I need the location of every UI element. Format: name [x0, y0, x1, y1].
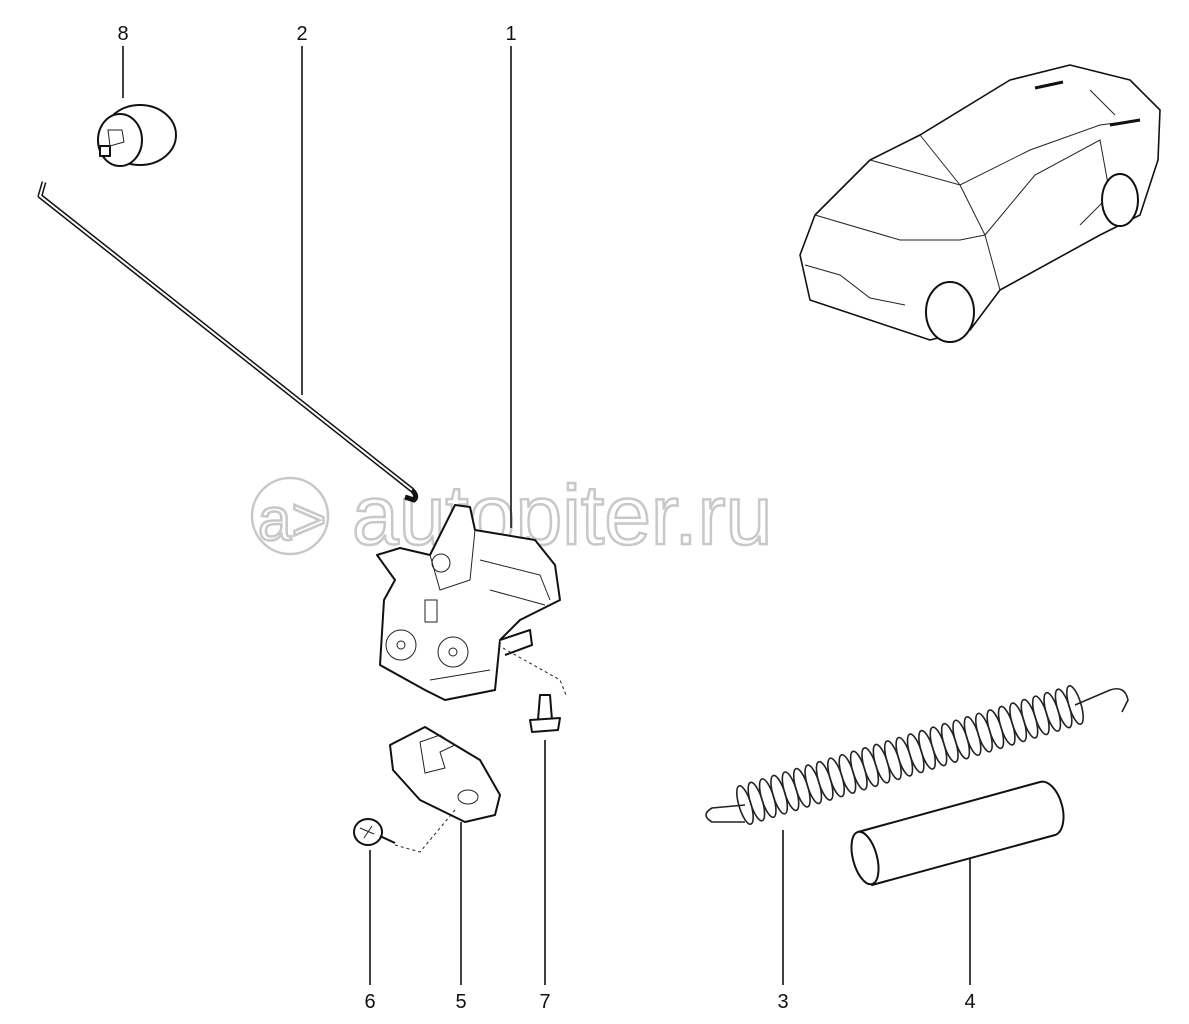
spring-coil	[770, 774, 789, 815]
watermark-text: autopiter.ru	[352, 468, 772, 562]
callout-labels: 8 2 1 6 5 7 3 4	[117, 23, 975, 1013]
spring-coil	[1009, 702, 1028, 743]
callout-2: 2	[296, 23, 307, 45]
spring-coil	[815, 760, 834, 801]
callout-6: 6	[364, 991, 375, 1013]
spring-coil	[963, 716, 982, 757]
spring-coil	[997, 705, 1016, 746]
callout-3: 3	[777, 991, 788, 1013]
part-7-bolt	[502, 647, 567, 733]
spring-coil	[1054, 688, 1073, 729]
spring-coil	[838, 753, 857, 794]
spring-coil	[986, 709, 1005, 750]
spring-coil	[827, 757, 846, 798]
spring-coil	[883, 740, 902, 781]
part-2-rod	[37, 181, 419, 503]
spring-coil	[747, 781, 766, 822]
spring-coil	[849, 750, 868, 791]
spring-coil	[758, 778, 777, 819]
spring-coil	[929, 726, 948, 767]
spring-coil	[861, 747, 880, 788]
watermark: a> autopiter.ru	[250, 467, 774, 563]
callout-1: 1	[505, 23, 516, 45]
spring-coil	[974, 712, 993, 753]
part-8-cap	[97, 104, 177, 167]
spring-coil	[906, 733, 925, 774]
watermark-logo-icon	[250, 476, 330, 556]
part-3-spring	[705, 684, 1129, 826]
spring-coil	[940, 722, 959, 763]
part-4-tube	[850, 780, 1065, 886]
spring-coil	[872, 743, 891, 784]
part-5-bracket	[389, 726, 501, 823]
part-6-screw	[353, 809, 456, 853]
spring-coil	[781, 771, 800, 812]
leader-lines	[122, 46, 971, 985]
vehicle-illustration	[799, 64, 1161, 343]
spring-coil	[1031, 695, 1050, 736]
watermark-logo-glyph: a>	[258, 486, 326, 553]
spring-coil	[792, 767, 811, 808]
callout-8: 8	[117, 23, 128, 45]
spring-coil	[895, 736, 914, 777]
spring-coil	[1020, 698, 1039, 739]
spring-coil	[918, 729, 937, 770]
callout-5: 5	[455, 991, 466, 1013]
part-1-lock	[376, 504, 561, 701]
spring-hook	[705, 687, 1129, 823]
spring-coil	[1043, 691, 1062, 732]
spring-coil	[804, 764, 823, 805]
callout-4: 4	[964, 991, 975, 1013]
callout-7: 7	[539, 991, 550, 1013]
spring-coil	[952, 719, 971, 760]
